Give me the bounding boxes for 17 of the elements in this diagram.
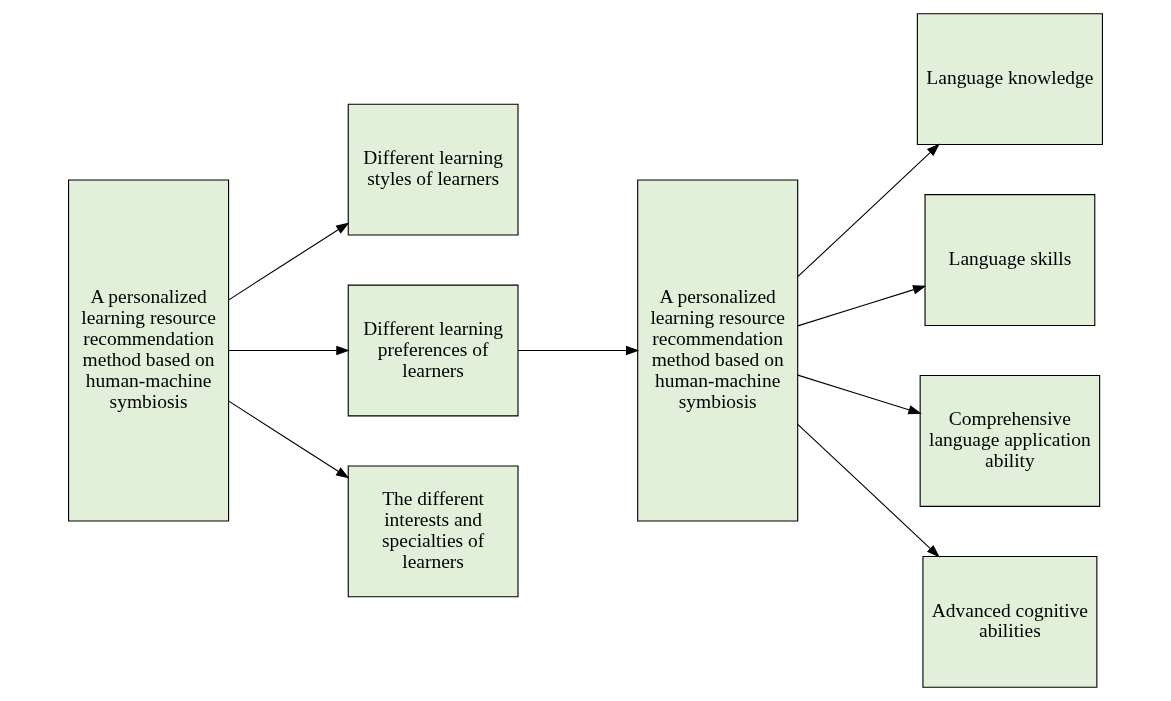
arrow	[517, 345, 640, 356]
arrow	[228, 400, 350, 479]
node-box: Comprehensive language application ability	[919, 375, 1101, 507]
arrow	[797, 143, 940, 278]
node-box: Advanced cognitive abilities	[922, 555, 1098, 688]
node-box: The different interests and specialties of learners	[347, 465, 519, 598]
node-box: Different learning preferences of learners	[347, 284, 519, 417]
arrow	[797, 285, 927, 327]
arrow	[797, 423, 940, 558]
arrow	[228, 345, 350, 356]
node-box: Different learning styles of learners	[347, 103, 519, 236]
arrow	[228, 222, 350, 301]
arrow	[797, 374, 922, 415]
node-box: A personalized learning resource recommendation method based on human-machine symbiosis	[637, 179, 799, 522]
node-box: Language skills	[924, 194, 1096, 326]
node-box: Language knowledge	[916, 13, 1103, 146]
node-box: A personalized learning resource recommendation method based on human-machine symbiosis	[68, 179, 230, 522]
